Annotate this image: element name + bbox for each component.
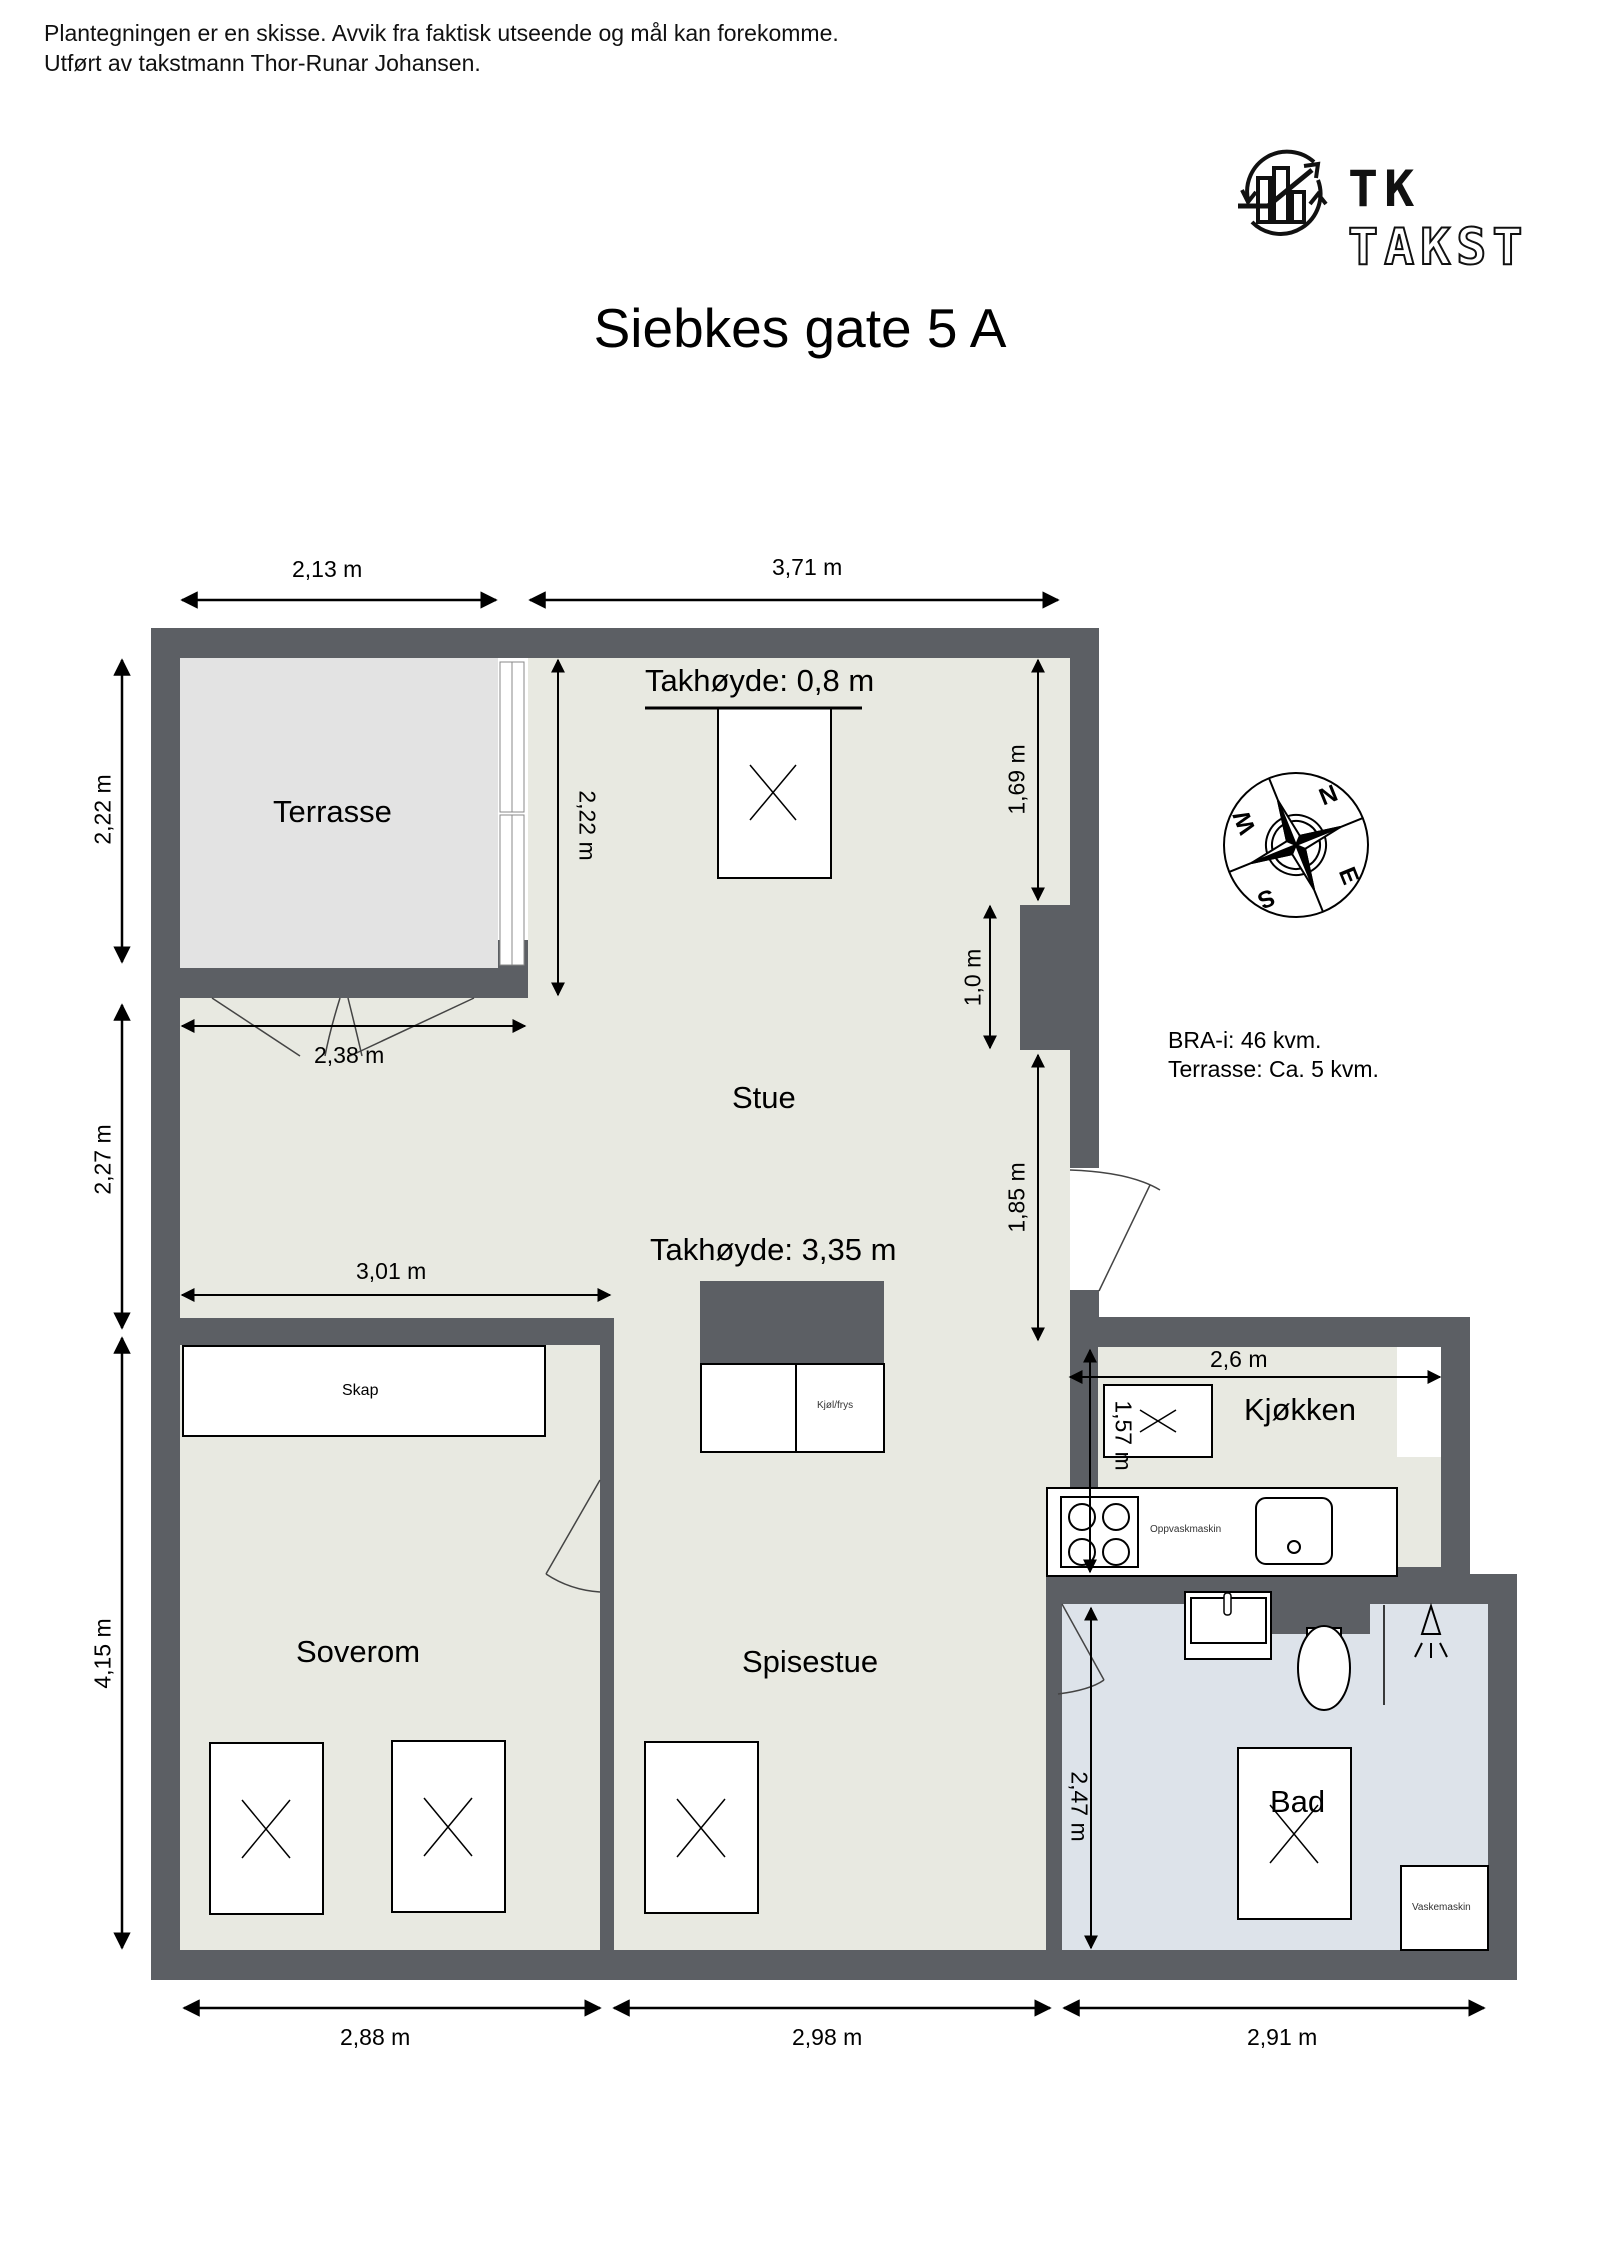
logo-word-takst: TAKST <box>1347 217 1529 277</box>
dim-right-upper: 1,69 m <box>1003 744 1030 815</box>
closet <box>182 1345 546 1437</box>
dim-kitchen-depth: 1,57 m <box>1110 1400 1137 1471</box>
dim-terrace-width: 2,38 m <box>314 1042 385 1068</box>
room-soverom: Soverom <box>296 1634 421 1669</box>
dim-bath-height: 2,47 m <box>1066 1771 1093 1842</box>
dishwasher-label: Oppvaskmaskin <box>1150 1524 1222 1535</box>
logo-wordmark: TK TAKST <box>1347 160 1600 277</box>
page-title: Siebkes gate 5 A <box>593 297 1007 359</box>
area-bra: BRA-i: 46 kvm. <box>1168 1027 1322 1053</box>
logo-word-tk: TK <box>1348 160 1421 218</box>
room-spisestue: Spisestue <box>742 1644 879 1679</box>
room-terrasse: Terrasse <box>273 794 392 829</box>
dim-bottom-middle: 2,98 m <box>792 2024 863 2050</box>
room-kjokken: Kjøkken <box>1244 1392 1356 1427</box>
dim-stue-width: 3,01 m <box>356 1258 427 1284</box>
room-bad: Bad <box>1270 1784 1326 1819</box>
room-stue: Stue <box>732 1080 796 1115</box>
disclaimer: Plantegningen er en skisse. Avvik fra fa… <box>44 18 839 78</box>
ceiling-height-high: Takhøyde: 3,35 m <box>650 1232 897 1267</box>
disclaimer-line-2: Utført av takstmann Thor-Runar Johansen. <box>44 50 481 76</box>
dim-chimney: 1,0 m <box>959 948 986 1007</box>
dim-right-lower: 1,85 m <box>1003 1162 1030 1233</box>
floors <box>180 658 1488 1950</box>
ceiling-height-low: Takhøyde: 0,8 m <box>645 663 875 698</box>
dim-top-left: 2,13 m <box>292 556 363 582</box>
fridge-label: Kjøl/frys <box>817 1400 854 1411</box>
dim-terrace-height: 2,22 m <box>574 790 601 861</box>
compass-rose-icon <box>1223 772 1369 918</box>
area-terrace: Terrasse: Ca. 5 kvm. <box>1168 1056 1379 1082</box>
washer-label: Vaskemaskin <box>1412 1902 1471 1913</box>
dim-bottom-left: 2,88 m <box>340 2024 411 2050</box>
dim-top-right: 3,71 m <box>772 554 843 580</box>
dim-kitchen-width: 2,6 m <box>1210 1346 1268 1372</box>
dim-left-middle: 2,27 m <box>89 1124 116 1195</box>
disclaimer-line-1: Plantegningen er en skisse. Avvik fra fa… <box>44 20 839 46</box>
dim-left-top: 2,22 m <box>89 774 116 845</box>
closet-label: Skap <box>342 1382 379 1399</box>
chart-growth-cycle-icon <box>1238 149 1328 236</box>
area-info: BRA-i: 46 kvm. Terrasse: Ca. 5 kvm. <box>1168 1026 1379 1084</box>
dim-left-bottom: 4,15 m <box>89 1618 116 1689</box>
dim-bottom-right: 2,91 m <box>1247 2024 1318 2050</box>
